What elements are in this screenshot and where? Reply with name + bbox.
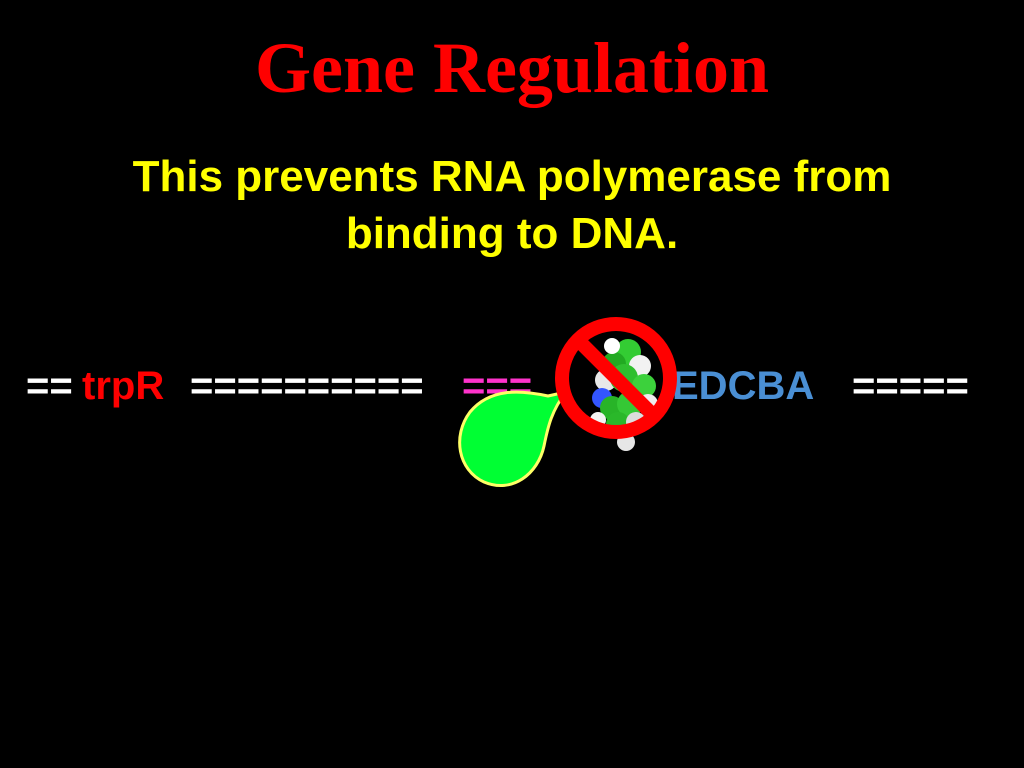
dna-segment-right: ===== bbox=[852, 364, 969, 408]
dna-segment-left: == bbox=[26, 364, 73, 408]
gene-trpEDCBA-label: EDCBA bbox=[672, 364, 815, 408]
slide-subtitle: This prevents RNA polymerase from bindin… bbox=[132, 152, 892, 258]
slide-title: Gene Regulation bbox=[255, 28, 769, 108]
no-entry-prohibition-icon bbox=[555, 317, 677, 439]
dna-segment-middle: ========== bbox=[190, 364, 424, 408]
dna-gene-line: == trpR ========== === EDCBA ===== bbox=[26, 358, 1006, 414]
gene-trpR-label: trpR bbox=[82, 364, 165, 408]
green-teardrop-repressor-icon bbox=[458, 390, 568, 488]
